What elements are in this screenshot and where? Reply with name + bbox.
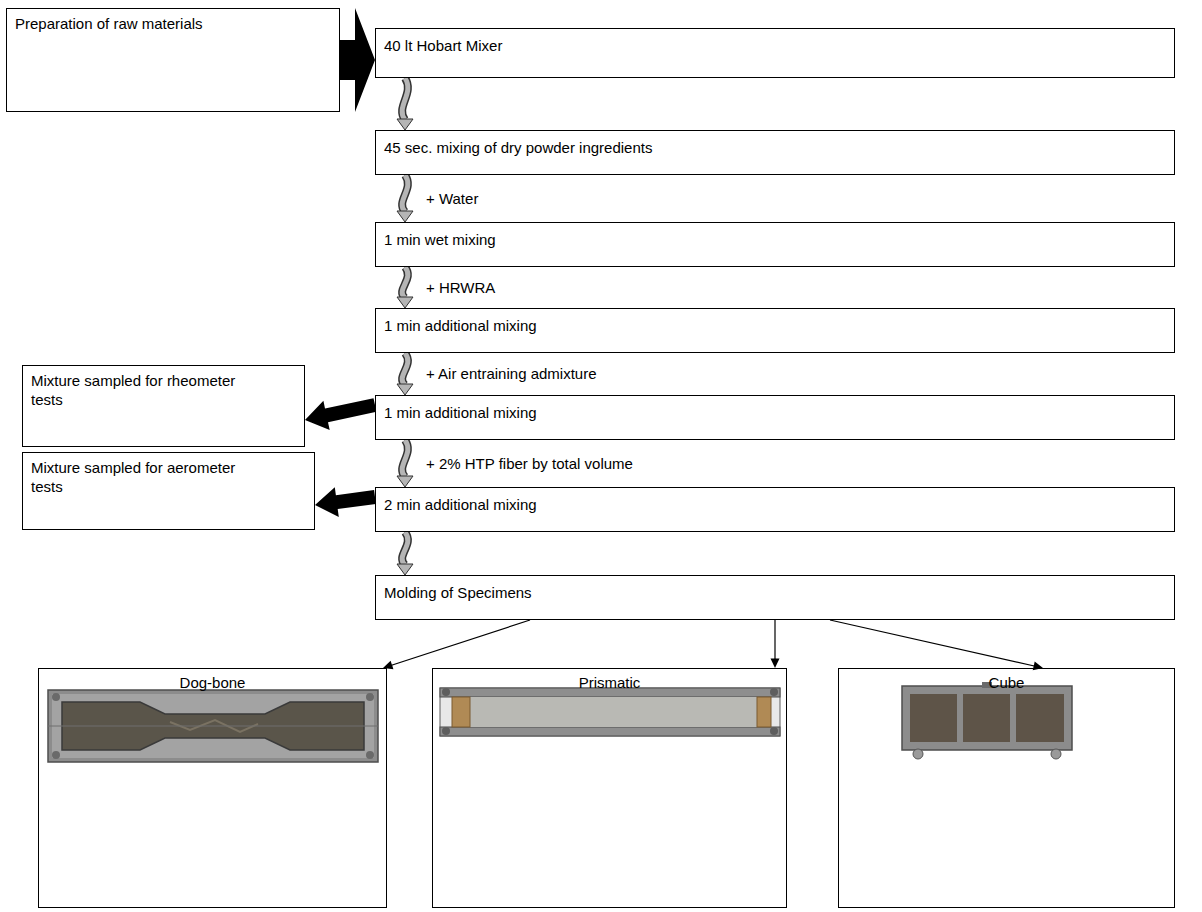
bolt (442, 727, 450, 735)
curly-arrow-body (402, 532, 408, 565)
box-text: Mixture sampled for rheometer tests (31, 372, 236, 410)
curly-arrow-body (402, 175, 408, 212)
flow-connector (305, 398, 377, 430)
flow-connector (397, 78, 413, 130)
bolt (52, 693, 60, 701)
arrowhead (397, 119, 413, 130)
box-text: 1 min additional mixing (384, 404, 1166, 423)
specimen-box: Prismatic (432, 668, 787, 908)
edge-label: + Water (423, 190, 481, 208)
sample-arrow (315, 487, 376, 517)
bolt (770, 688, 778, 696)
curly-arrow-body (402, 78, 408, 120)
curly-arrow-outline (402, 353, 408, 385)
flow-connector (340, 8, 375, 112)
curly-arrow-outline (402, 532, 408, 565)
arrowhead (771, 658, 780, 668)
flow-connector (397, 175, 413, 222)
flow-connector (397, 353, 413, 395)
process-box: 40 lt Hobart Mixer (375, 28, 1175, 78)
mold-frame (48, 690, 378, 762)
bolt (52, 751, 60, 759)
flow-connector (383, 620, 530, 669)
process-box: 1 min additional mixing (375, 395, 1175, 440)
process-box: 1 min wet mixing (375, 222, 1175, 267)
mold-frame (902, 686, 1072, 750)
flow-connector (830, 620, 1043, 670)
bolt (366, 751, 374, 759)
box-text: Preparation of raw materials (15, 15, 230, 34)
thin-arrow (774, 620, 775, 659)
flow-connector (397, 267, 413, 308)
prismatic-mold (440, 688, 780, 736)
mold-base (440, 688, 780, 736)
process-box: Molding of Specimens (375, 575, 1175, 620)
box-text: 1 min additional mixing (384, 317, 1166, 336)
arrowhead (397, 384, 413, 395)
flow-connector (397, 532, 413, 575)
mold-bar (440, 727, 780, 736)
curly-arrow-body (402, 353, 408, 385)
wood-end (757, 697, 771, 727)
box-text: 45 sec. mixing of dry powder ingredients (384, 139, 1166, 158)
curly-arrow-outline (402, 440, 408, 477)
block-arrow (340, 8, 375, 112)
box-text: Mixture sampled for aerometer tests (31, 459, 236, 497)
edge-label: + 2% HTP fiber by total volume (423, 455, 636, 473)
specimen-label: Prismatic (439, 674, 780, 693)
curly-arrow-body (402, 267, 408, 298)
screw (913, 749, 923, 759)
curly-arrow-outline (402, 175, 408, 212)
screw (1051, 749, 1061, 759)
dog-bone-mold (48, 690, 378, 762)
flow-connector (771, 620, 780, 668)
arrowhead (397, 476, 413, 487)
flow-connector (315, 487, 376, 517)
bolt (442, 688, 450, 696)
sample-arrow (305, 398, 377, 430)
curly-arrow-body (402, 440, 408, 477)
curly-arrow-outline (402, 78, 408, 120)
specimen-box: Cube (838, 668, 1175, 908)
box-text: 40 lt Hobart Mixer (384, 37, 1166, 56)
curly-arrow-outline (402, 267, 408, 298)
cube-cell (910, 694, 957, 742)
sample-box: Mixture sampled for aerometer tests (22, 452, 315, 530)
mold-cavity (470, 697, 757, 727)
thin-arrow (392, 620, 530, 665)
arrowhead (397, 297, 413, 308)
wood-end (452, 697, 470, 727)
specimen-label: Cube (845, 674, 1168, 693)
thin-arrow (830, 620, 1034, 666)
box-text: 1 min wet mixing (384, 231, 1166, 250)
box-text: 2 min additional mixing (384, 496, 1166, 515)
specimen-box: Dog-bone (38, 668, 387, 908)
input-box: Preparation of raw materials (6, 8, 340, 112)
edge-label: + Air entraining admixture (423, 365, 600, 383)
specimen-label: Dog-bone (45, 674, 380, 693)
mold-split (48, 726, 378, 727)
process-box: 1 min additional mixing (375, 308, 1175, 353)
bolt (366, 693, 374, 701)
sample-box: Mixture sampled for rheometer tests (22, 365, 305, 447)
process-box: 45 sec. mixing of dry powder ingredients (375, 130, 1175, 175)
arrowhead (397, 564, 413, 575)
cube-cell (963, 694, 1010, 742)
bolt (770, 727, 778, 735)
arrowhead (397, 211, 413, 222)
flow-connector (397, 440, 413, 487)
box-text: Molding of Specimens (384, 584, 1166, 603)
edge-label: + HRWRA (423, 279, 498, 297)
cube-mold (902, 682, 1072, 759)
cube-cell (1016, 694, 1064, 742)
process-box: 2 min additional mixing (375, 487, 1175, 532)
